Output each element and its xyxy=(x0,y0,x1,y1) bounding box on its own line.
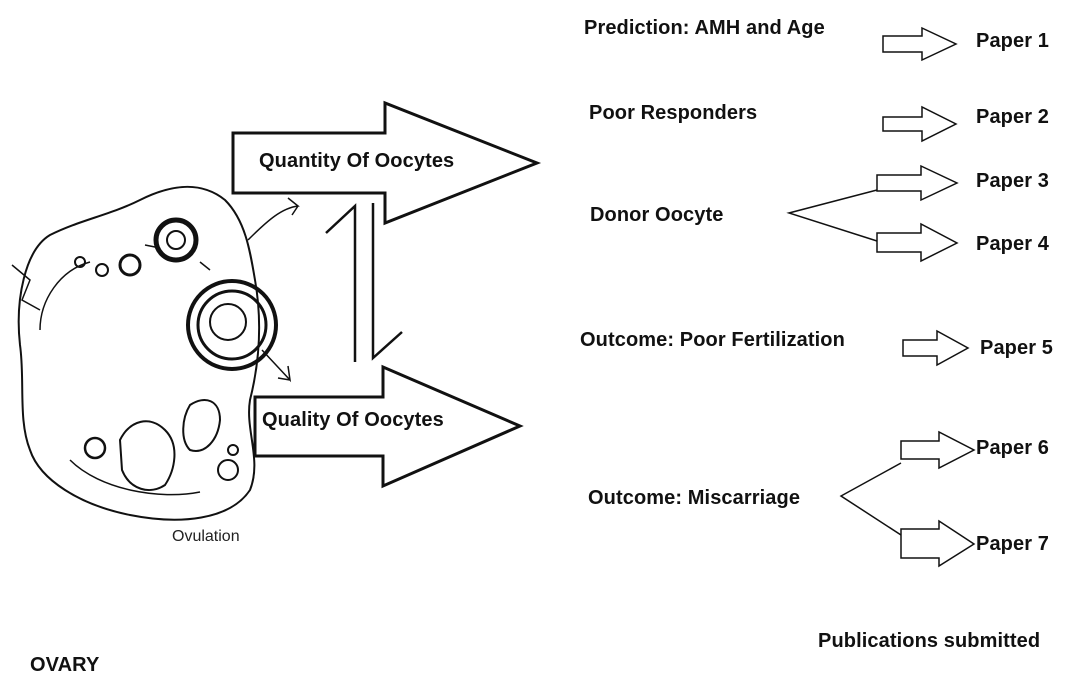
miscarriage-fork xyxy=(839,462,902,536)
arrow-to-paper-2 xyxy=(882,105,958,143)
donor-fork xyxy=(786,189,878,242)
small-follicle-3 xyxy=(74,256,86,268)
arrow-to-paper-3 xyxy=(876,164,959,202)
up-arrow-icon xyxy=(325,203,357,362)
paper-4-label: Paper 4 xyxy=(976,233,1049,255)
ovary-sketch xyxy=(11,185,300,521)
quality-of-oocytes-label: Quality Of Oocytes xyxy=(262,409,444,431)
corpus-luteum-right xyxy=(182,399,222,452)
quantity-of-oocytes-label: Quantity Of Oocytes xyxy=(259,150,455,172)
topic-poor-fertilization: Outcome: Poor Fertilization xyxy=(580,329,845,351)
ovary-outline xyxy=(17,185,261,521)
paper-6-label: Paper 6 xyxy=(976,437,1049,459)
paper-1-label: Paper 1 xyxy=(976,30,1049,52)
topic-donor-oocyte: Donor Oocyte xyxy=(590,204,724,226)
quantity-big-arrow xyxy=(231,100,542,226)
small-follicle-5 xyxy=(217,459,239,481)
follicle-path-arrow-1 xyxy=(144,244,292,383)
paper-7-label: Paper 7 xyxy=(976,533,1049,555)
small-follicle-1 xyxy=(118,253,142,277)
publications-submitted-label: Publications submitted xyxy=(818,630,1041,652)
ovary-left-strand xyxy=(11,264,41,311)
topic-miscarriage: Outcome: Miscarriage xyxy=(588,487,801,509)
corpus-luteum xyxy=(118,420,176,491)
upper-follicle-outer xyxy=(153,217,199,263)
large-follicle-mid xyxy=(196,289,268,361)
upper-follicle-inner xyxy=(166,230,186,250)
quality-big-arrow xyxy=(253,364,524,489)
arrow-to-paper-1 xyxy=(882,26,958,62)
down-arrow-icon xyxy=(371,203,403,361)
arrow-to-paper-6 xyxy=(900,430,976,470)
large-follicle-outer xyxy=(186,279,278,371)
paper-2-label: Paper 2 xyxy=(976,106,1049,128)
small-follicle-6 xyxy=(227,444,239,456)
small-follicle-2 xyxy=(95,263,109,277)
ovulation-caption: Ovulation xyxy=(172,528,240,545)
ovary-out-arrow xyxy=(247,197,300,241)
paper-3-label: Paper 3 xyxy=(976,170,1049,192)
large-follicle-inner xyxy=(209,303,247,341)
ovary-title: OVARY xyxy=(30,654,100,676)
topic-poor-responders: Poor Responders xyxy=(589,102,758,124)
arrow-to-paper-7 xyxy=(900,519,976,568)
arrow-to-paper-5 xyxy=(902,329,970,367)
paper-5-label: Paper 5 xyxy=(980,337,1053,359)
ovary-inner-outline xyxy=(39,261,201,496)
small-follicle-4 xyxy=(83,436,107,460)
topic-prediction: Prediction: AMH and Age xyxy=(584,17,825,39)
arrow-to-paper-4 xyxy=(876,222,959,263)
